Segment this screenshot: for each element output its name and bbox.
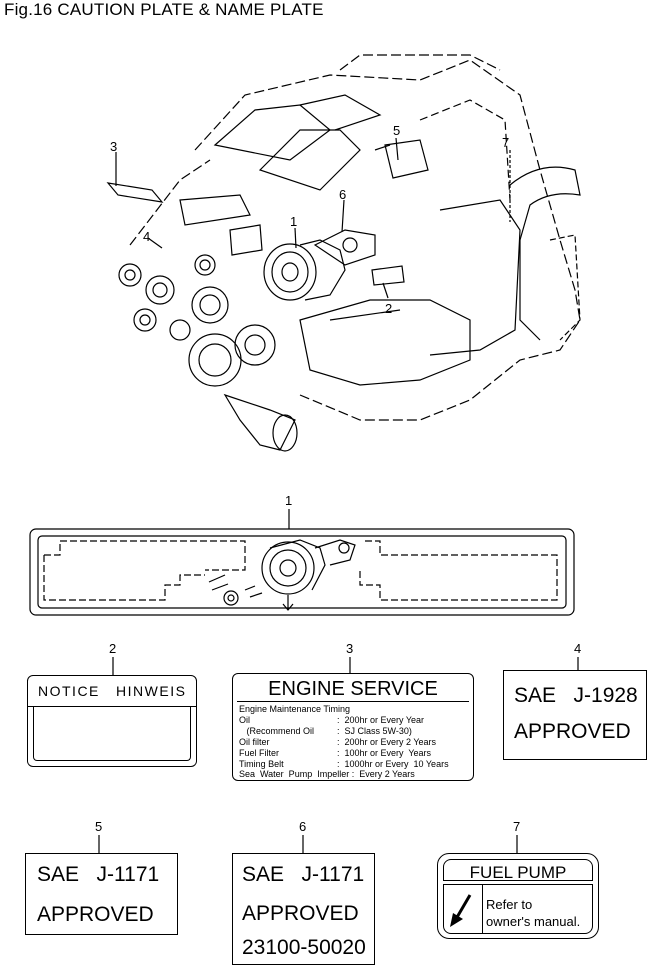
service-row-value: : 200hr or Every 2 Years bbox=[337, 737, 437, 747]
callout-4-engine: 4 bbox=[143, 229, 151, 244]
fuel-pump-note-line1: Refer to bbox=[486, 897, 533, 912]
service-row-label: Timing Belt bbox=[239, 759, 284, 769]
sae-j1171-part-line1: SAE J-1171 bbox=[242, 863, 365, 886]
part-number: 23100-50020 bbox=[242, 936, 366, 959]
callout-5: 5 bbox=[95, 819, 103, 834]
service-row-value: : 100hr or Every Years bbox=[337, 748, 432, 758]
sae-j1171-part-line2: APPROVED bbox=[242, 902, 359, 925]
callout-4: 4 bbox=[574, 641, 582, 656]
service-row-last: Sea Water Pump Impeller : Every 2 Years bbox=[239, 769, 415, 779]
callout-6: 6 bbox=[299, 819, 307, 834]
callout-6-engine: 6 bbox=[339, 187, 347, 202]
arrow-down-left-icon bbox=[450, 894, 472, 927]
service-row-label: (Recommend Oil bbox=[239, 726, 315, 736]
engine-service-subtitle: Engine Maintenance Timing bbox=[239, 704, 351, 714]
callout-3: 3 bbox=[346, 641, 354, 656]
callout-7-engine: 7 bbox=[502, 135, 510, 150]
engine-service-divider bbox=[237, 701, 469, 702]
fuel-pump-note-box bbox=[481, 884, 593, 934]
notice-plate-header: NOTICE HINWEIS bbox=[28, 676, 196, 707]
notice-plate: NOTICE HINWEIS bbox=[27, 675, 197, 767]
service-row-value: : 200hr or Every Year bbox=[337, 715, 425, 725]
service-row-label: Fuel Filter bbox=[239, 748, 280, 758]
sae-j1171-line1: SAE J-1171 bbox=[37, 863, 160, 886]
fuel-pump-title: FUEL PUMP bbox=[469, 863, 567, 882]
callout-1-engine: 1 bbox=[290, 214, 298, 229]
sae-j1928-line1: SAE J-1928 bbox=[514, 684, 638, 707]
callout-5-engine: 5 bbox=[393, 123, 401, 138]
sae-j1171-line2: APPROVED bbox=[37, 903, 154, 926]
callout-2-engine: 2 bbox=[385, 301, 393, 316]
callout-3-engine: 3 bbox=[110, 139, 118, 154]
callout-1: 1 bbox=[285, 493, 293, 508]
fuel-pump-plate: FUEL PUMP Refer to owner's manual. bbox=[437, 853, 599, 939]
notice-plate-inner bbox=[33, 707, 191, 761]
service-row-value: : 1000hr or Every 10 Years bbox=[337, 759, 449, 769]
sae-j1171-part-plate: SAE J-1171 APPROVED 23100-50020 bbox=[232, 853, 375, 965]
sae-j1171-plate: SAE J-1171 APPROVED bbox=[25, 853, 178, 935]
fuel-pump-icon-box bbox=[443, 884, 483, 934]
engine-service-title: ENGINE SERVICE bbox=[268, 678, 438, 700]
callout-2: 2 bbox=[109, 641, 117, 656]
engine-service-plate: ENGINE SERVICE Engine Maintenance Timing… bbox=[232, 673, 474, 781]
callout-7: 7 bbox=[513, 819, 521, 834]
figure-title: Fig.16 CAUTION PLATE & NAME PLATE bbox=[4, 0, 324, 19]
service-row-label: Oil bbox=[239, 715, 250, 725]
fuel-pump-title-box bbox=[443, 859, 593, 881]
sae-j1928-plate: SAE J-1928 APPROVED bbox=[503, 670, 647, 760]
service-row-value: : SJ Class 5W-30) bbox=[337, 726, 412, 736]
sae-j1928-line2: APPROVED bbox=[514, 720, 631, 743]
fuel-pump-note-line2: owner's manual. bbox=[486, 914, 581, 929]
service-row-label: Oil filter bbox=[239, 737, 270, 747]
